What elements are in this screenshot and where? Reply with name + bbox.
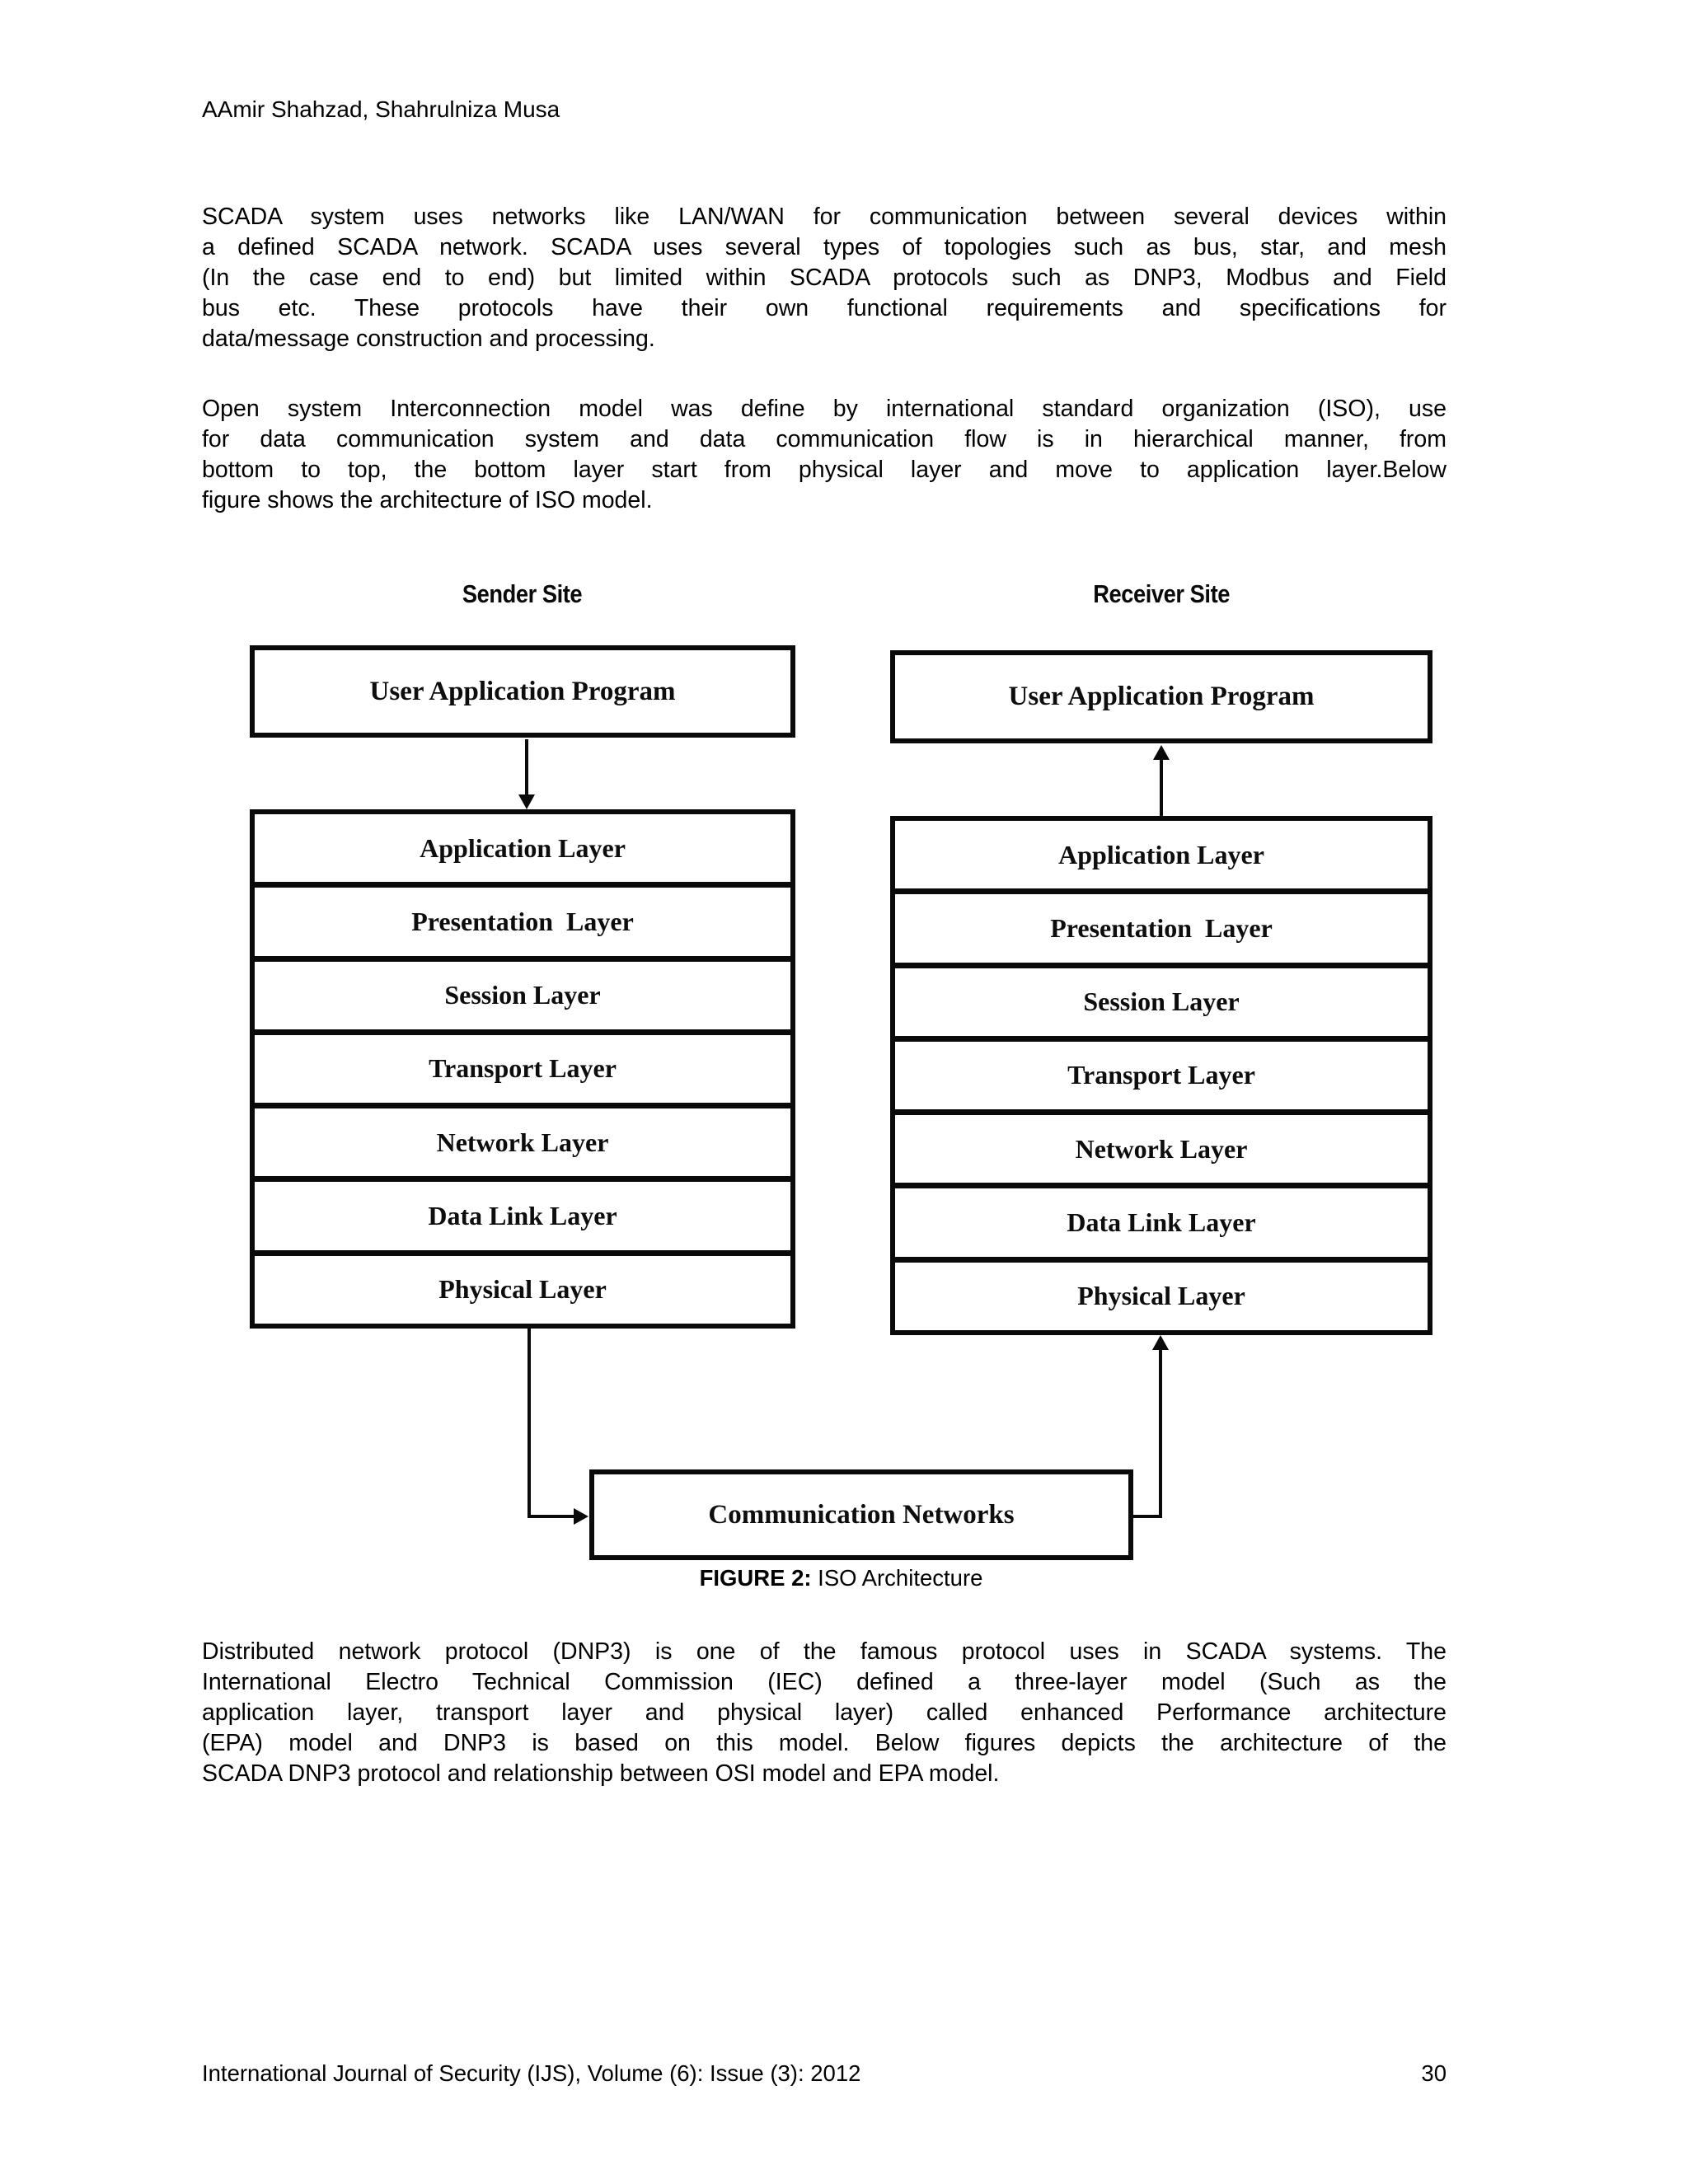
layer-label: Physical Layer: [1077, 1281, 1245, 1311]
layer-label: Presentation Layer: [411, 906, 634, 936]
text-line: International Electro Technical Commissi…: [202, 1669, 1447, 1695]
layer-row-presentation-layer: Presentation Layer: [255, 888, 790, 962]
layer-label: Session Layer: [444, 980, 601, 1010]
layer-row-presentation-layer: Presentation Layer: [895, 894, 1428, 968]
layer-row-session-layer: Session Layer: [895, 968, 1428, 1042]
layer-row-physical-layer: Physical Layer: [255, 1256, 790, 1324]
network-to-receiver-hline: [1133, 1515, 1162, 1518]
text-line: (EPA) model and DNP3 is based on this mo…: [202, 1730, 1447, 1756]
paragraph-dnp3-epa: Distributed network protocol (DNP3) is o…: [202, 1637, 1447, 1789]
sender-down-arrow-head-icon: [518, 794, 535, 809]
text-line: SCADA system uses networks like LAN/WAN …: [202, 204, 1447, 230]
layer-row-application-layer: Application Layer: [895, 821, 1428, 895]
network-to-receiver-vline: [1159, 1348, 1162, 1518]
sender-down-arrow-line: [525, 739, 528, 797]
layer-row-data-link-layer: Data Link Layer: [255, 1182, 790, 1256]
text-line: bus etc. These protocols have their own …: [202, 295, 1447, 321]
text-line: for data communication system and data c…: [202, 426, 1447, 452]
text-line: application layer, transport layer and p…: [202, 1699, 1447, 1726]
text-line: Open system Interconnection model was de…: [202, 396, 1447, 422]
sender-site-title-text: Sender Site: [462, 579, 583, 608]
layer-label: Physical Layer: [438, 1274, 607, 1305]
page-footer: International Journal of Security (IJS),…: [202, 2060, 1447, 2087]
text-line: data/message construction and processing…: [202, 326, 655, 352]
layer-label: Network Layer: [1075, 1133, 1248, 1164]
sender-site-title: Sender Site: [250, 577, 795, 612]
receiver-site-title: Receiver Site: [890, 577, 1432, 612]
receiver-up-arrow-line: [1160, 758, 1163, 816]
receiver-user-application-program-label: User Application Program: [1008, 682, 1315, 711]
layer-row-application-layer: Application Layer: [255, 814, 790, 888]
figure-caption-text: ISO Architecture: [811, 1565, 983, 1591]
layer-label: Data Link Layer: [1067, 1207, 1256, 1238]
text-line: (In the case end to end) but limited wit…: [202, 265, 1447, 291]
figure-caption-number: FIGURE 2:: [699, 1565, 812, 1591]
sender-to-network-hline: [528, 1515, 575, 1518]
layer-label: Application Layer: [1058, 839, 1264, 869]
footer-journal-text: International Journal of Security (IJS),…: [202, 2060, 861, 2086]
layer-label: Transport Layer: [1067, 1060, 1255, 1090]
communication-networks-box: Communication Networks: [589, 1469, 1133, 1560]
layer-row-physical-layer: Physical Layer: [895, 1263, 1428, 1330]
text-line: bottom to top, the bottom layer start fr…: [202, 457, 1447, 483]
communication-networks-label: Communication Networks: [708, 1499, 1015, 1530]
network-to-receiver-arrow-head-icon: [1152, 1335, 1169, 1350]
page-header-authors: AAmir Shahzad, Shahrulniza Musa: [202, 96, 560, 122]
layer-row-session-layer: Session Layer: [255, 962, 790, 1035]
text-line: SCADA DNP3 protocol and relationship bet…: [202, 1760, 1000, 1787]
receiver-up-arrow-head-icon: [1153, 745, 1170, 760]
text-line: Distributed network protocol (DNP3) is o…: [202, 1638, 1447, 1665]
text-line: a defined SCADA network. SCADA uses seve…: [202, 234, 1447, 260]
sender-to-network-arrow-head-icon: [574, 1508, 588, 1525]
layer-row-transport-layer: Transport Layer: [255, 1035, 790, 1109]
layer-label: Transport Layer: [429, 1053, 617, 1084]
layer-label: Data Link Layer: [428, 1201, 617, 1231]
layer-label: Application Layer: [420, 832, 626, 863]
layer-label: Network Layer: [436, 1127, 609, 1157]
receiver-user-application-program-box: User Application Program: [890, 650, 1432, 743]
sender-to-network-vline: [528, 1329, 531, 1518]
layer-label: Session Layer: [1083, 987, 1240, 1017]
figure-caption: FIGURE 2: ISO Architecture: [250, 1565, 1432, 1591]
receiver-site-title-text: Receiver Site: [1093, 579, 1230, 608]
layer-label: Presentation Layer: [1050, 912, 1273, 943]
sender-user-application-program-label: User Application Program: [369, 676, 676, 706]
layer-row-network-layer: Network Layer: [895, 1115, 1428, 1189]
paragraph-osi-model: Open system Interconnection model was de…: [202, 394, 1447, 516]
layer-row-data-link-layer: Data Link Layer: [895, 1188, 1428, 1263]
sender-user-application-program-box: User Application Program: [250, 645, 795, 738]
paragraph-scada-networks: SCADA system uses networks like LAN/WAN …: [202, 202, 1447, 354]
layer-row-network-layer: Network Layer: [255, 1108, 790, 1183]
layer-row-transport-layer: Transport Layer: [895, 1042, 1428, 1116]
text-line: figure shows the architecture of ISO mod…: [202, 487, 653, 513]
footer-page-number: 30: [1421, 2060, 1447, 2086]
